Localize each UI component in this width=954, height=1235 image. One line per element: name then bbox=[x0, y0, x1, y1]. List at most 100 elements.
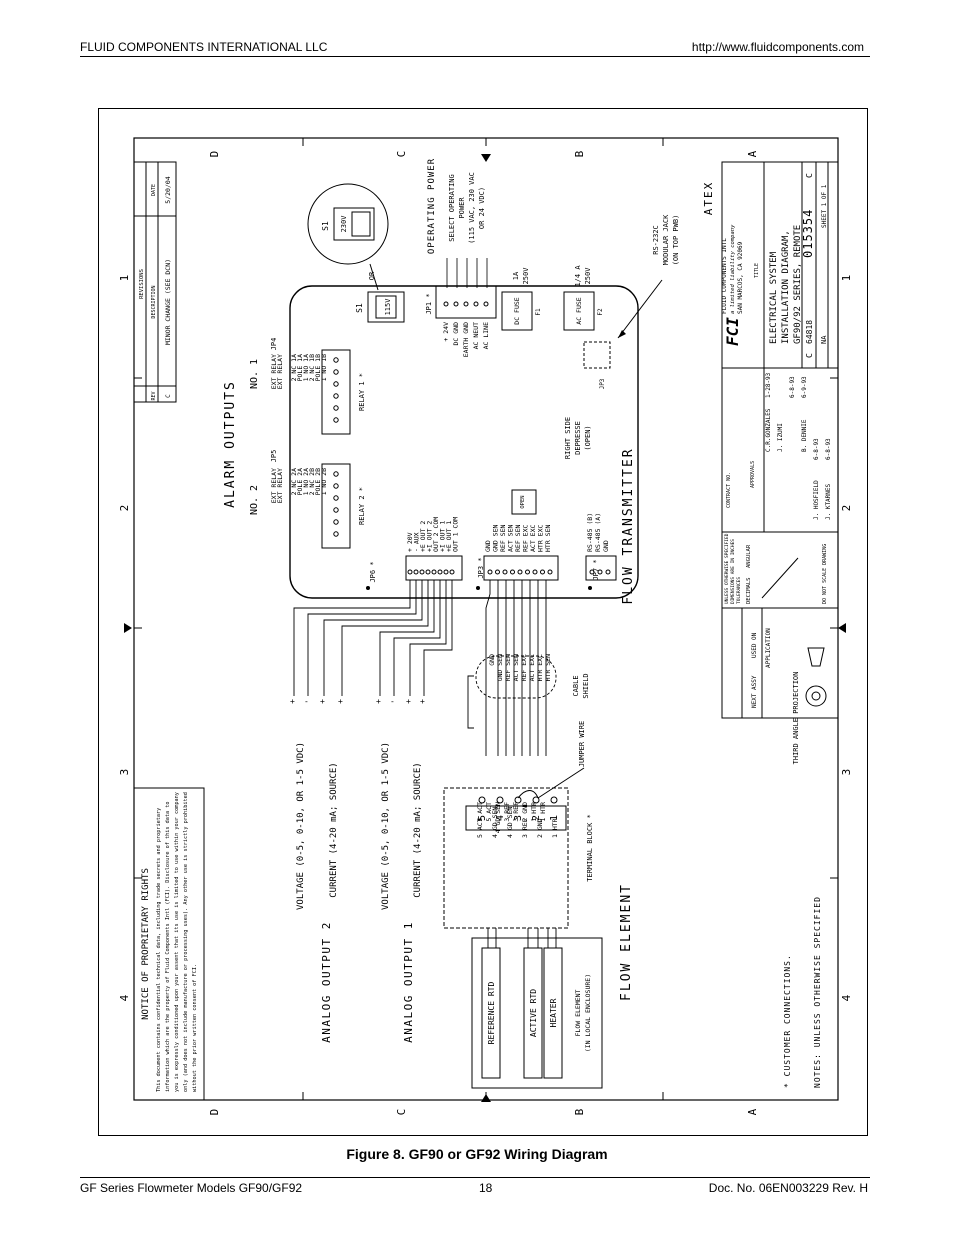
jp3-pin-5 bbox=[525, 569, 530, 575]
fuse2-rating-v: 250V bbox=[584, 267, 592, 285]
application-label: APPLICATION bbox=[765, 628, 772, 668]
notice-line-1: This document contains confidential tech… bbox=[156, 808, 162, 1092]
s1-detail-label: S1 bbox=[321, 221, 330, 231]
select-power-line-4: OR 24 VDC) bbox=[478, 187, 486, 229]
jp7-block: RS-485 (B)RS-485 (A)GND JP7 * bbox=[585, 513, 617, 590]
tb-screw-2 bbox=[514, 796, 522, 804]
jp3-pin-3 bbox=[510, 569, 515, 575]
jp3-terminal-8: HTR SEN bbox=[544, 525, 552, 552]
analog-output-labels: VOLTAGE (0-5, 0-10, OR 1-5 VDC) CURRENT … bbox=[296, 742, 423, 1043]
select-power-line-3: (115 VAC, 230 VAC bbox=[468, 172, 476, 244]
jp6-terminal-6: +E OUT 1 bbox=[445, 521, 453, 552]
cable-shield-line-2: SHIELD bbox=[582, 673, 590, 698]
do-not-scale: DO NOT SCALE DRAWING bbox=[822, 544, 828, 604]
jp1-label: JP1 * bbox=[425, 293, 433, 314]
cable-wire-4: REF EXC bbox=[520, 654, 528, 681]
heater-label: HEATER bbox=[549, 998, 558, 1027]
reference-rtd-label: REFERENCE RTD bbox=[487, 982, 496, 1045]
tb-top-label-6: 1 HTR bbox=[530, 802, 538, 822]
fuse2-rating-a: 1/4 A bbox=[574, 265, 582, 287]
relay1-pin-3 bbox=[333, 393, 339, 399]
used-on-label: USED ON bbox=[751, 632, 758, 658]
dc-fuse-label: DC FUSE bbox=[513, 297, 521, 324]
jp1-pin-2 bbox=[463, 301, 469, 307]
notice-line-3: you is expressly conditioned upon your a… bbox=[174, 792, 180, 1092]
next-assy-block: NEXT ASSY USED ON APPLICATION THIRD ANGL… bbox=[721, 607, 839, 764]
customer-connections-label: * CUSTOMER CONNECTIONS. bbox=[783, 954, 792, 1088]
footer-page-number: 18 bbox=[479, 1181, 493, 1195]
jp6-pin-6 bbox=[443, 569, 449, 575]
or-label: OR bbox=[368, 271, 376, 280]
jp1-pin-1 bbox=[453, 301, 459, 307]
current-range-1: CURRENT (4-20 mA; SOURCE) bbox=[413, 762, 423, 897]
jp6-terminal-2: +E OUT 2 bbox=[419, 521, 427, 552]
header-url[interactable]: http://www.fluidcomponents.com bbox=[691, 40, 864, 54]
f2-label: F2 bbox=[597, 308, 604, 316]
drawn-date: 1-28-93 bbox=[765, 372, 772, 398]
right-side-line-3: (OPEN) bbox=[584, 425, 592, 450]
decimals-label: DECIMALS bbox=[746, 578, 752, 605]
jp3-label: JP3 * bbox=[477, 557, 485, 578]
footer-rule bbox=[80, 1177, 870, 1178]
jp6-pin-1 bbox=[413, 569, 419, 575]
jp3-terminal-0: GND bbox=[484, 540, 492, 552]
jp3-pin-7 bbox=[540, 569, 545, 575]
jp6-terminal-1: - AUX bbox=[413, 532, 421, 552]
jp7-pin-0 bbox=[589, 569, 595, 575]
atex-label: ATEX bbox=[702, 181, 715, 216]
jp3-pin-1 bbox=[495, 569, 500, 575]
jp6-pin-0 bbox=[407, 569, 413, 575]
revisions-title: REVISIONS bbox=[139, 269, 145, 299]
zone-2-right: 2 bbox=[840, 505, 853, 512]
relay1-pin-0 bbox=[333, 357, 339, 363]
jp3-terminal-3: ACT SEN bbox=[507, 525, 515, 552]
zone-4-right: 4 bbox=[840, 994, 853, 1001]
rev-header-description: DESCRIPTION bbox=[151, 285, 157, 318]
tb-screw-0 bbox=[478, 796, 486, 804]
arrow-left bbox=[124, 623, 132, 633]
tb-top-label-7: 1 HTR bbox=[539, 802, 547, 822]
revisions-block: REVISIONS REV DESCRIPTION DATE C MINOR C… bbox=[133, 161, 177, 403]
zone-1-right: 1 bbox=[840, 275, 853, 282]
arrow-bottom bbox=[481, 1094, 491, 1102]
jp6-pin-4 bbox=[431, 569, 437, 575]
jp6-label: JP6 * bbox=[369, 561, 377, 582]
relay2-pin-5 bbox=[333, 531, 339, 537]
drawing-frame bbox=[98, 108, 868, 1136]
sensor-cable bbox=[467, 580, 557, 756]
fuse1-rating-a: 1A bbox=[512, 271, 520, 280]
cable-wire-6: HTR EXC bbox=[536, 654, 544, 681]
svg-text:+: + bbox=[320, 697, 325, 706]
rev-row-date: 5/20/04 bbox=[164, 176, 172, 203]
jp1-pin-0 bbox=[443, 301, 449, 307]
zone-b-bottom: B bbox=[573, 1108, 586, 1115]
jp5-label: JP5 bbox=[270, 450, 278, 463]
title-line-2: INSTALLATION DIAGRAM, bbox=[781, 230, 791, 344]
footer-doc-title: GF Series Flowmeter Models GF90/GF92 bbox=[80, 1181, 303, 1195]
right-side-line-2: DEPRESSE bbox=[574, 421, 582, 455]
jp3-pin-6 bbox=[532, 569, 538, 575]
cable-wire-3: ACT SEN bbox=[512, 654, 520, 681]
jp3-terminal-1: GND SEN bbox=[492, 525, 500, 552]
dwg-no-value: 015354 bbox=[801, 209, 815, 258]
relay1-pin-2 bbox=[333, 381, 339, 387]
cage-code-value: 64818 bbox=[805, 320, 814, 344]
approvals-label: APPROVALS bbox=[750, 461, 756, 488]
zone-d-bottom: D bbox=[208, 1109, 221, 1116]
jp6-terminal-0: + 20V bbox=[406, 532, 414, 552]
notes-label: NOTES: UNLESS OTHERWISE SPECIFIED bbox=[813, 896, 822, 1088]
alarm-no1-label: NO. 1 bbox=[249, 359, 260, 389]
relay2-terminal-2: 2 NC 2A bbox=[290, 468, 298, 495]
relay2-terminal-5: 2 NC 2B bbox=[308, 468, 316, 495]
relay1-terminal-1: EXT RELAY bbox=[276, 354, 284, 389]
select-power-line-2: POWER bbox=[458, 197, 466, 219]
operating-power-label: OPERATING POWER bbox=[427, 158, 437, 254]
angular-label: ANGULAR bbox=[746, 544, 752, 568]
relay2-pin-4 bbox=[333, 519, 339, 525]
s1-115-label: 115V bbox=[384, 298, 392, 316]
